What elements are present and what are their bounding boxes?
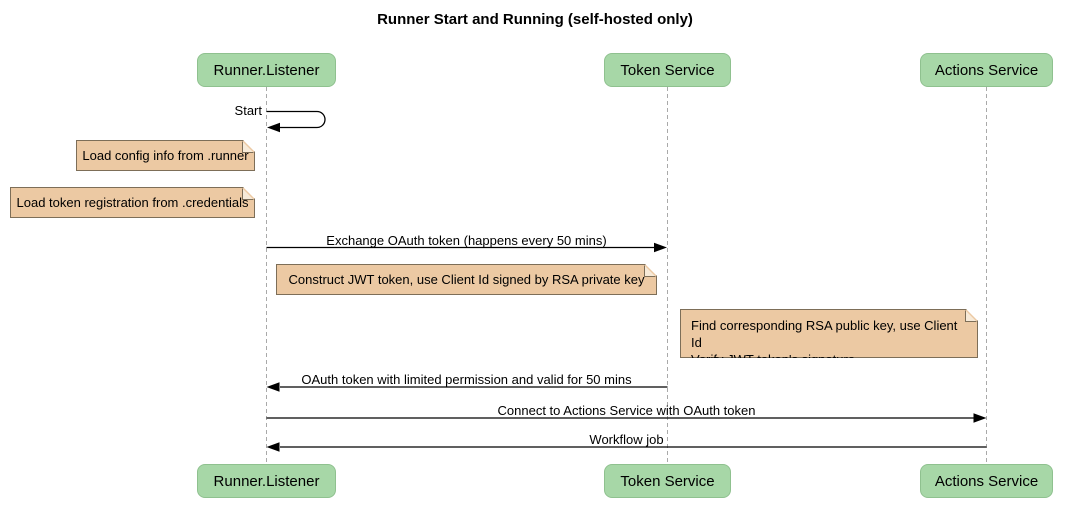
folded-corner-icon (644, 265, 656, 277)
actor-bottom-token-service: Token Service (604, 464, 731, 498)
note-load-credentials: Load token registration from .credential… (10, 187, 255, 218)
folded-corner-icon (965, 310, 977, 322)
actor-label: Runner.Listener (213, 61, 320, 79)
note-construct-jwt: Construct JWT token, use Client Id signe… (276, 264, 657, 295)
actor-top-actions-service: Actions Service (920, 53, 1053, 87)
message-label-connect-actions: Connect to Actions Service with OAuth to… (497, 403, 756, 418)
folded-corner-icon (242, 141, 254, 153)
actor-top-runner-listener: Runner.Listener (197, 53, 336, 87)
actor-label: Actions Service (934, 61, 1039, 79)
actor-label: Token Service (620, 61, 715, 79)
message-label-start: Start (234, 103, 262, 118)
diagram-title: Runner Start and Running (self-hosted on… (377, 11, 693, 28)
self-message-loop (266, 110, 326, 129)
note-text: Load config info from .runner (82, 148, 249, 163)
note-text: Construct JWT token, use Client Id signe… (288, 272, 645, 287)
actor-bottom-actions-service: Actions Service (920, 464, 1053, 498)
folded-corner-icon (242, 188, 254, 200)
note-verify-jwt: Find corresponding RSA public key, use C… (680, 309, 978, 358)
message-label-oauth-token-return: OAuth token with limited permission and … (301, 372, 632, 387)
note-load-config: Load config info from .runner (76, 140, 255, 171)
message-label-workflow-job: Workflow job (589, 432, 664, 447)
actor-bottom-runner-listener: Runner.Listener (197, 464, 336, 498)
note-text: Load token registration from .credential… (16, 195, 249, 210)
actor-top-token-service: Token Service (604, 53, 731, 87)
actor-label: Token Service (620, 472, 715, 490)
message-arrowhead-start (267, 122, 280, 133)
actor-label: Runner.Listener (213, 472, 320, 490)
message-label-exchange-oauth: Exchange OAuth token (happens every 50 m… (326, 233, 607, 248)
note-text-line: Verify JWT token's signature (691, 352, 856, 367)
actor-label: Actions Service (934, 472, 1039, 490)
note-text-line: Find corresponding RSA public key, use C… (691, 318, 958, 350)
